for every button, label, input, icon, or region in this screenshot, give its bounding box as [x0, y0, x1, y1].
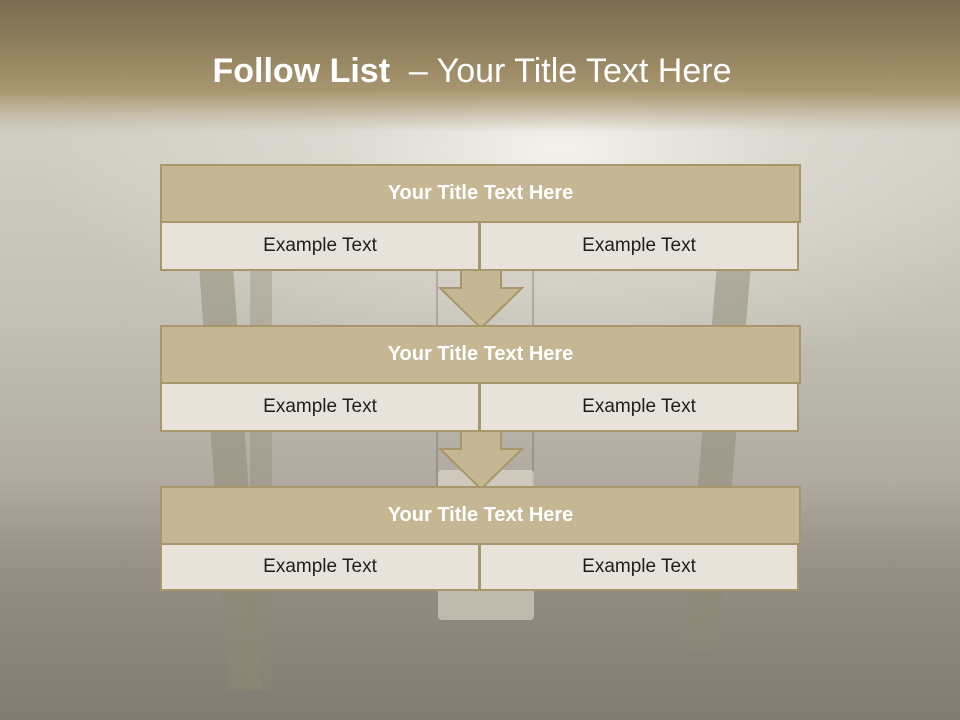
down-arrow-icon — [438, 270, 524, 330]
page-title: Follow List – Your Title Text Here — [0, 52, 944, 91]
block-cell-left: Example Text — [160, 382, 480, 432]
block-cell-right: Example Text — [479, 221, 799, 271]
block-title: Your Title Text Here — [160, 325, 801, 384]
block-cell-right: Example Text — [479, 543, 799, 591]
down-arrow-icon — [438, 431, 524, 491]
header-band — [0, 0, 960, 132]
block-cell-right: Example Text — [479, 382, 799, 432]
page-title-rest: – Your Title Text Here — [399, 52, 732, 90]
block-title: Your Title Text Here — [160, 164, 801, 223]
page-title-bold: Follow List — [212, 52, 400, 90]
block-title: Your Title Text Here — [160, 486, 801, 545]
block-cell-left: Example Text — [160, 221, 480, 271]
block-cell-left: Example Text — [160, 543, 480, 591]
